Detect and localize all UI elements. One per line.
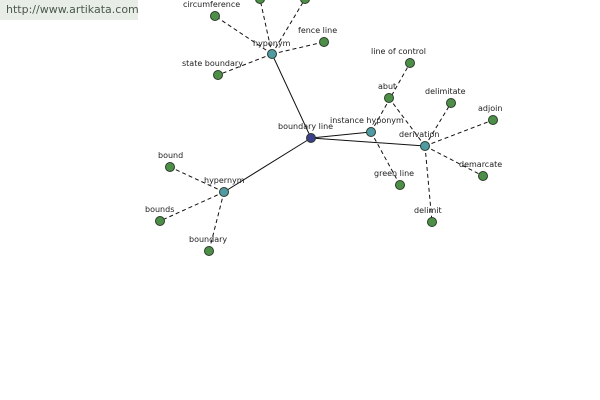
node-circle-delimit[interactable] [427,217,437,227]
node-label-adjoin: adjoin [478,104,502,113]
node-label-circumference: circumference [183,0,240,9]
node-delimit[interactable]: delimit [414,206,442,227]
node-circle-line-of-control[interactable] [405,58,415,68]
node-line-of-control[interactable]: line of control [371,47,426,68]
node-state-boundary[interactable]: state boundary [182,59,243,80]
node-circle-delimitate[interactable] [446,98,456,108]
node-hyponym[interactable]: hyponym [253,39,291,59]
node-label-fence-line: fence line [298,26,337,35]
node-demarcate[interactable]: demarcate [459,160,502,181]
edge-root-to-instance-hyponym [310,131,372,139]
edge-derivation-to-delimit [424,145,433,223]
edge-instance-hyponym-to-green-line [370,131,401,186]
edge-derivation-to-delimitate [424,102,452,147]
node-adjoin[interactable]: adjoin [478,104,502,125]
node-label-root: boundary line [278,122,333,131]
node-label-boundary: boundary [189,235,227,244]
edge-root-to-derivation [310,137,426,147]
node-label-line-of-control: line of control [371,47,426,56]
edge-derivation-to-abut [388,97,426,147]
graph-nodes: boundary line hyponym hypernym instance hyp… [145,0,502,256]
node-label-instance-hyponym: instance hyponym [330,116,404,125]
node-top-right[interactable] [300,0,310,4]
node-label-bounds: bounds [145,205,174,214]
node-derivation[interactable]: derivation [399,130,439,151]
node-circle-demarcate[interactable] [478,171,488,181]
node-label-derivation: derivation [399,130,439,139]
node-label-bound: bound [158,151,183,160]
node-circle-boundary[interactable] [204,246,214,256]
node-circle-bound[interactable] [165,162,175,172]
edge-instance-hyponym-to-line-of-control [370,62,411,133]
node-green-line[interactable]: green line [374,169,414,190]
edge-root-to-hyponym [271,53,312,139]
node-circumference[interactable]: circumference [183,0,240,21]
node-circle-top-right[interactable] [300,0,310,4]
edge-derivation-to-adjoin [424,119,494,147]
node-circle-abut[interactable] [384,93,394,103]
edge-hyponym-to-top-right [271,0,305,55]
node-circle-root[interactable] [306,133,316,143]
node-label-demarcate: demarcate [459,160,502,169]
edge-hypernym-to-boundary [208,191,225,252]
node-circle-instance-hyponym[interactable] [366,127,376,137]
node-circle-circumference[interactable] [210,11,220,21]
node-hypernym[interactable]: hypernym [204,176,245,197]
graph-edges [159,0,494,252]
edge-hypernym-to-bound [169,166,225,193]
node-bounds[interactable]: bounds [145,205,174,226]
node-label-hypernym: hypernym [204,176,245,185]
edge-hyponym-to-state-boundary [217,53,273,76]
node-label-green-line: green line [374,169,414,178]
node-label-hyponym: hyponym [253,39,291,48]
node-root[interactable]: boundary line [278,122,333,143]
node-circle-fence-line[interactable] [319,37,329,47]
node-label-delimit: delimit [414,206,442,215]
node-instance-hyponym[interactable]: instance hyponym [330,116,404,137]
edge-hyponym-to-circumference [214,15,273,55]
node-circle-green-line[interactable] [395,180,405,190]
watermark-url: http://www.artikata.com [0,0,139,20]
edge-hypernym-to-bounds [159,191,225,222]
node-circle-bounds[interactable] [155,216,165,226]
edge-derivation-to-demarcate [424,145,484,177]
node-label-state-boundary: state boundary [182,59,243,68]
node-circle-hypernym[interactable] [219,187,229,197]
node-circle-state-boundary[interactable] [213,70,223,80]
node-delimitate[interactable]: delimitate [425,87,466,108]
edge-root-to-hypernym [223,137,312,193]
edge-hyponym-to-top-left [259,0,273,55]
edge-hyponym-to-fence-line [271,41,325,55]
node-label-abut: abut [378,82,396,91]
node-abut[interactable]: abut [378,82,396,103]
node-circle-derivation[interactable] [420,141,430,151]
node-circle-top-left[interactable] [255,0,265,4]
node-boundary[interactable]: boundary [189,235,227,256]
node-circle-hyponym[interactable] [267,49,277,59]
node-bound[interactable]: bound [158,151,183,172]
node-circle-adjoin[interactable] [488,115,498,125]
node-top-left[interactable] [255,0,265,4]
node-fence-line[interactable]: fence line [298,26,337,47]
node-label-delimitate: delimitate [425,87,466,96]
